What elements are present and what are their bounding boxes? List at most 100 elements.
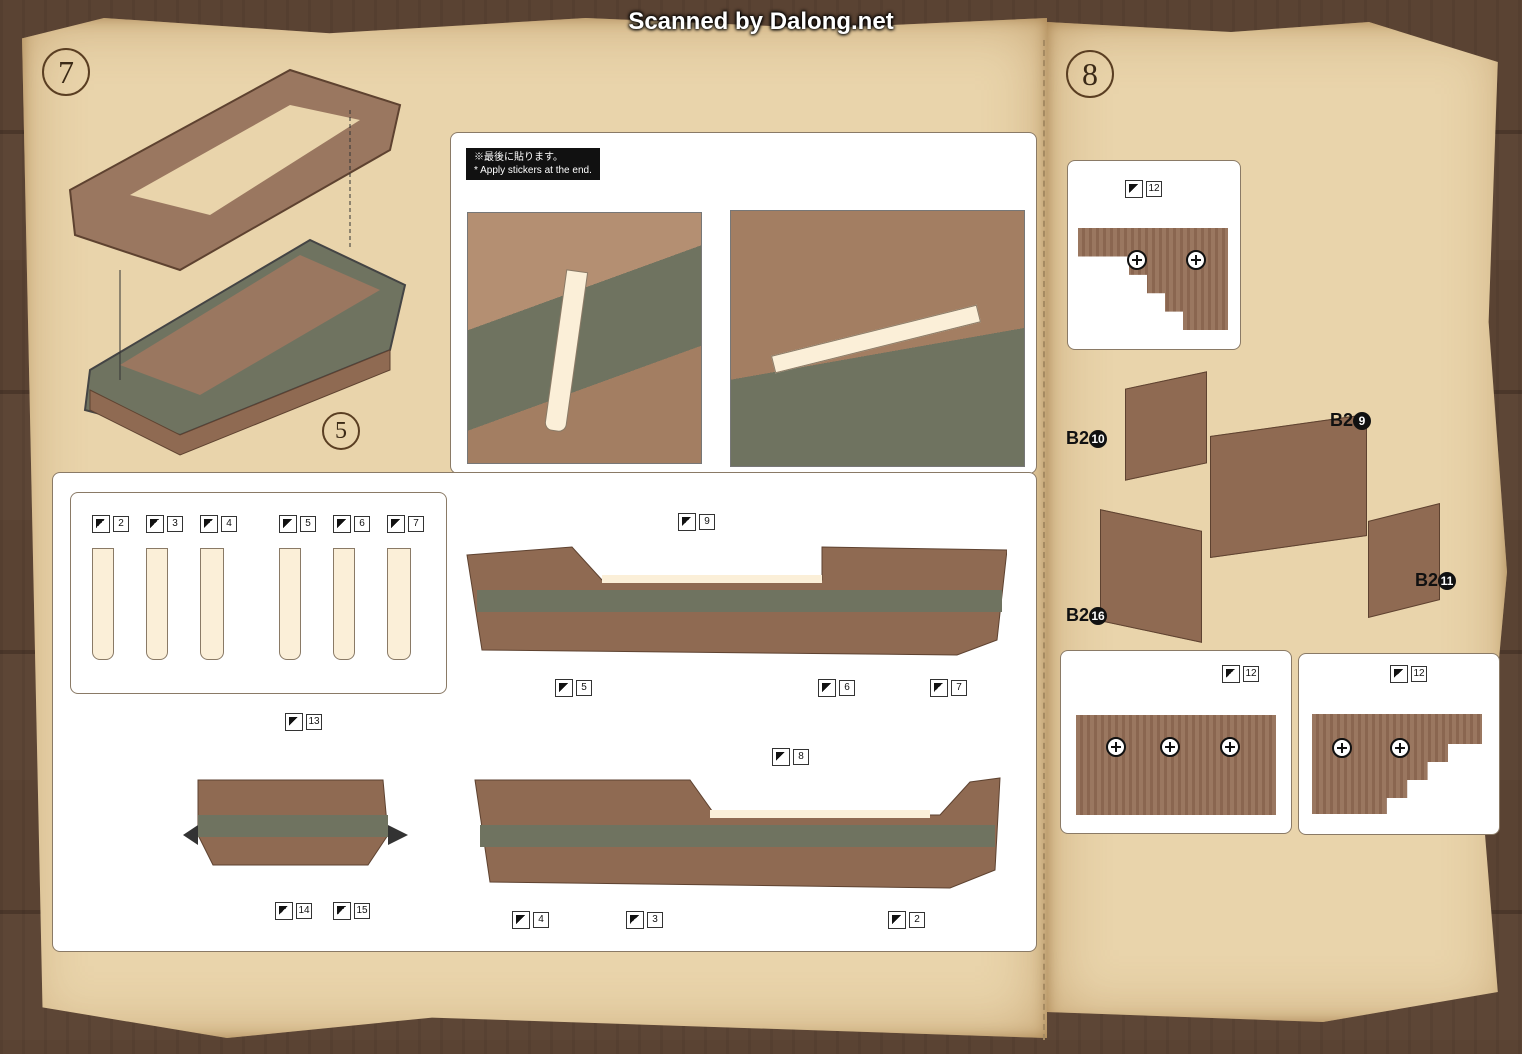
sticker-icon — [92, 515, 110, 533]
step-number-8: 8 — [1066, 50, 1114, 98]
page-divider — [1043, 40, 1045, 1040]
plus-marker — [1220, 737, 1240, 757]
tag-12-left: 12 — [1222, 665, 1259, 683]
label-num: 16 — [1089, 607, 1108, 626]
plus-marker — [1390, 738, 1410, 758]
tag-12-right: 12 — [1390, 665, 1427, 683]
sticker-icon — [285, 713, 303, 731]
part-b2-9 — [1210, 413, 1367, 559]
part-b2-10 — [1125, 371, 1207, 481]
strip-tag-7: 7 — [387, 515, 424, 533]
plus-marker — [1106, 737, 1126, 757]
label-prefix: B2 — [1415, 570, 1439, 590]
tag-number: 6 — [839, 680, 855, 696]
sticker-icon — [333, 515, 351, 533]
hull-side-view-bottom — [474, 777, 1001, 889]
label-num: 9 — [1353, 412, 1372, 431]
tag-number: 6 — [354, 516, 370, 532]
part-ref-5: 5 — [322, 412, 360, 450]
strip-tag-5: 5 — [279, 515, 316, 533]
tag-number: 3 — [167, 516, 183, 532]
sticker-icon — [1222, 665, 1240, 683]
part-b2-16 — [1100, 509, 1202, 643]
wall-b2-16-detail — [1076, 715, 1276, 815]
tag-number: 2 — [113, 516, 129, 532]
sticker-icon — [1390, 665, 1408, 683]
part-b2-11 — [1368, 503, 1440, 618]
strip-tag-2: 2 — [92, 515, 129, 533]
label-prefix: B2 — [1330, 410, 1354, 430]
tag-number: 4 — [221, 516, 237, 532]
sticker-strips-panel — [70, 492, 447, 694]
tag-number: 12 — [1146, 181, 1162, 197]
sticker-icon — [626, 911, 644, 929]
tag-top-5: 5 — [555, 679, 592, 697]
tag-number: 12 — [1411, 666, 1427, 682]
hull-stern-view — [183, 779, 408, 866]
sticker-icon — [818, 679, 836, 697]
strip-tag-3: 3 — [146, 515, 183, 533]
sticker-strip-7 — [387, 548, 411, 660]
tag-12-top: 12 — [1125, 180, 1162, 198]
sticker-strip-2 — [92, 548, 114, 660]
sticker-icon — [1125, 180, 1143, 198]
step-number-7: 7 — [42, 48, 90, 96]
sticker-icon — [333, 902, 351, 920]
sticker-icon — [678, 513, 696, 531]
sticker-icon — [930, 679, 948, 697]
tag-number: 2 — [909, 912, 925, 928]
tag-top-7: 7 — [930, 679, 967, 697]
tag-number: 7 — [408, 516, 424, 532]
sticker-note: ※最後に貼ります。 * Apply stickers at the end. — [466, 148, 600, 180]
sticker-icon — [888, 911, 906, 929]
tag-bottom-4: 4 — [512, 911, 549, 929]
tag-stern-14: 14 — [275, 902, 312, 920]
tag-number: 3 — [647, 912, 663, 928]
tag-stern-13: 13 — [285, 713, 322, 731]
sticker-icon — [275, 902, 293, 920]
detail-photo-left — [467, 212, 702, 464]
sticker-icon — [772, 748, 790, 766]
sticker-strip-6 — [333, 548, 355, 660]
plus-marker — [1127, 250, 1147, 270]
tag-number: 5 — [576, 680, 592, 696]
label-num: 10 — [1089, 430, 1108, 449]
sticker-icon — [387, 515, 405, 533]
plus-marker — [1332, 738, 1352, 758]
watermark: Scanned by Dalong.net — [628, 8, 894, 35]
sticker-icon — [200, 515, 218, 533]
note-jp: ※最後に貼ります。 — [474, 152, 563, 163]
tag-number: 12 — [1243, 666, 1259, 682]
tag-number: 14 — [296, 903, 312, 919]
tag-top-6: 6 — [818, 679, 855, 697]
tag-bottom-2: 2 — [888, 911, 925, 929]
tag-number: 9 — [699, 514, 715, 530]
sticker-icon — [146, 515, 164, 533]
sticker-strip-5 — [279, 548, 301, 660]
plus-marker — [1160, 737, 1180, 757]
tag-bottom-8: 8 — [772, 748, 809, 766]
label-prefix: B2 — [1066, 605, 1090, 625]
tag-top-9: 9 — [678, 513, 715, 531]
hull-side-view-top — [466, 546, 1007, 656]
sticker-strip-4 — [200, 548, 224, 660]
tag-number: 15 — [354, 903, 370, 919]
label-prefix: B2 — [1066, 428, 1090, 448]
ship-hull-exploded — [68, 68, 407, 456]
tag-bottom-3: 3 — [626, 911, 663, 929]
strip-tag-4: 4 — [200, 515, 237, 533]
tag-number: 8 — [793, 749, 809, 765]
plus-marker — [1186, 250, 1206, 270]
sticker-icon — [555, 679, 573, 697]
sticker-strip-3 — [146, 548, 168, 660]
tag-number: 5 — [300, 516, 316, 532]
note-en: * Apply stickers at the end. — [474, 165, 592, 176]
tag-number: 4 — [533, 912, 549, 928]
tag-stern-15: 15 — [333, 902, 370, 920]
sticker-icon — [512, 911, 530, 929]
tag-number: 13 — [306, 714, 322, 730]
